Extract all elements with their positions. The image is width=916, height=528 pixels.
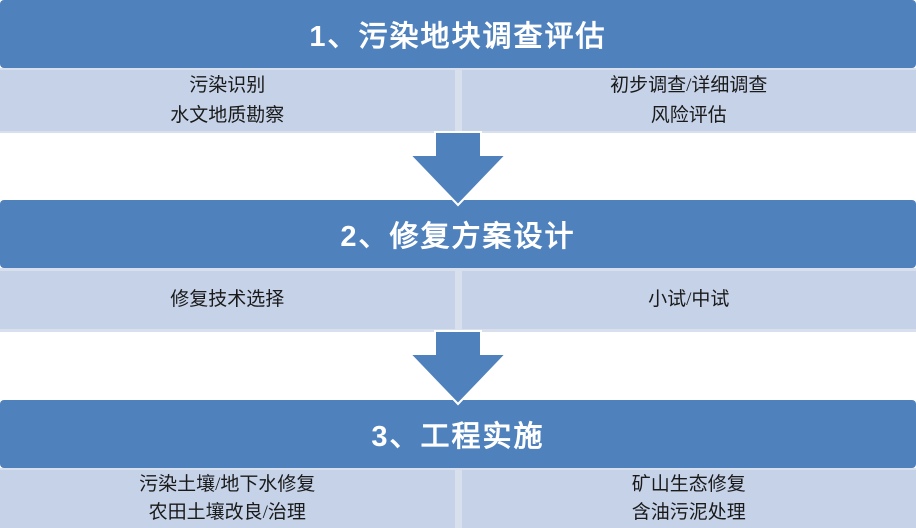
stage-1-title: 1、污染地块调查评估 (309, 21, 607, 53)
down-arrow-icon (408, 131, 508, 207)
flow-item: 含油污泥处理 (631, 502, 746, 523)
stage-3-header: 3、工程实施 (0, 400, 916, 468)
stage-2-left-cell: 修复技术选择 (0, 271, 455, 329)
flow-item: 修复技术选择 (170, 289, 285, 310)
down-arrow-icon (408, 330, 508, 406)
flow-item: 矿山生态修复 (631, 474, 746, 495)
stage-2-title: 2、修复方案设计 (340, 221, 576, 253)
stage-1-header: 1、污染地块调查评估 (0, 0, 916, 68)
flow-item: 污染土壤/地下水修复 (139, 474, 316, 495)
stage-3-left-cell: 污染土壤/地下水修复 农田土壤改良/治理 (0, 470, 455, 528)
flow-item: 风险评估 (650, 104, 727, 126)
flow-item: 污染识别 (189, 74, 266, 96)
stage-3-row: 污染土壤/地下水修复 农田土壤改良/治理 矿山生态修复 含油污泥处理 (0, 468, 916, 528)
flow-item: 农田土壤改良/治理 (148, 502, 306, 523)
flow-gap (0, 330, 916, 406)
flow-gap (0, 131, 916, 207)
stage-1-right-cell: 初步调查/详细调查 风险评估 (461, 70, 916, 131)
stage-3-title: 3、工程实施 (371, 421, 545, 453)
flow-item: 小试/中试 (648, 289, 730, 310)
stage-3-right-cell: 矿山生态修复 含油污泥处理 (461, 470, 916, 528)
flow-item: 初步调查/详细调查 (610, 74, 768, 96)
stage-2-header: 2、修复方案设计 (0, 200, 916, 268)
stage-1-left-cell: 污染识别 水文地质勘察 (0, 70, 455, 131)
flow-item: 水文地质勘察 (170, 104, 285, 126)
stage-1-row: 污染识别 水文地质勘察 初步调查/详细调查 风险评估 (0, 68, 916, 133)
stage-2-row: 修复技术选择 小试/中试 (0, 268, 916, 332)
stage-2-right-cell: 小试/中试 (461, 271, 916, 329)
